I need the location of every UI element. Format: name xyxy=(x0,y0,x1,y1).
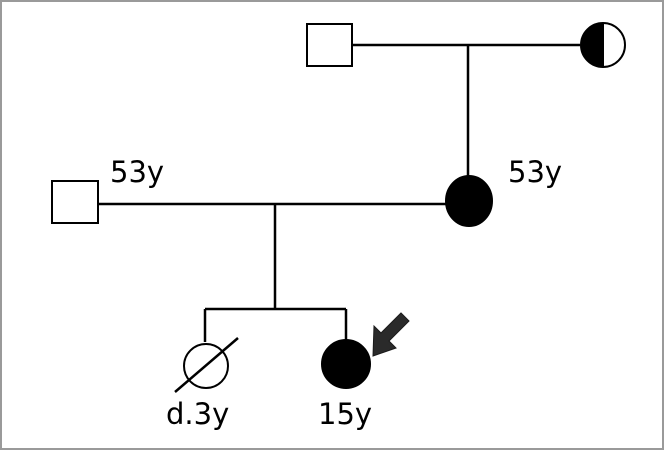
proband-age-label: 15y xyxy=(318,397,373,431)
proband-arrow-icon xyxy=(372,312,410,357)
sibling-symbol xyxy=(174,337,239,393)
proband-symbol xyxy=(321,339,371,389)
mother-age-label: 53y xyxy=(508,155,563,189)
father-symbol xyxy=(51,180,99,224)
grandmother-symbol xyxy=(580,22,626,68)
sibling-age-label: d.3y xyxy=(166,397,230,431)
deceased-slash xyxy=(174,337,239,393)
father-age-label: 53y xyxy=(110,155,165,189)
mother-symbol xyxy=(445,175,493,227)
grandfather-symbol xyxy=(306,23,353,67)
